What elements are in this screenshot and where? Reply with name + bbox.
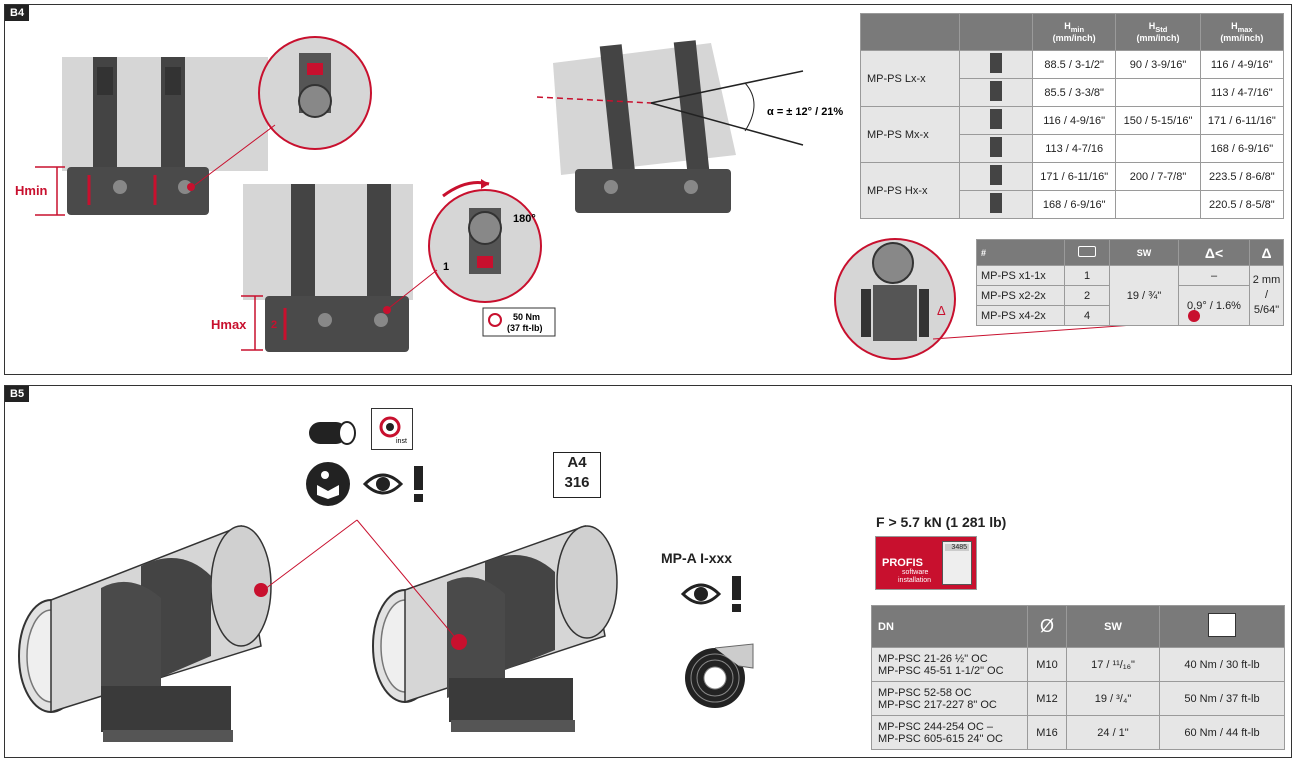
panel-b5: B5 inst A4 316 xyxy=(4,385,1292,758)
col-hstd: HStd(mm/inch) xyxy=(1115,13,1201,51)
torque-label-2: (37 ft-lb) xyxy=(507,323,543,333)
col-hmin: Hmin(mm/inch) xyxy=(1031,13,1117,51)
table-row: MP-PS x1-1x 1 19 / ¾" – 2 mm /5/64" xyxy=(976,265,1284,326)
mpa-label: MP-A I-xxx xyxy=(661,550,733,566)
bolt-icon xyxy=(1078,245,1096,257)
table-row: MP-PSC 244-254 OC –MP-PSC 605-615 24" OC… xyxy=(871,715,1285,750)
panel-b4: B4 Hmin Hmax 2 xyxy=(4,4,1292,375)
hmin-label: Hmin xyxy=(15,183,48,198)
clamp-icon xyxy=(990,81,1002,101)
group-name: MP-PS Hx-x xyxy=(860,162,960,219)
table-row: MP-PS Lx-x 88.5 / 3-1/2" 90 / 3-9/16" 11… xyxy=(860,50,1285,107)
clamp-icon xyxy=(990,53,1002,73)
table-row: 85.5 / 3-3/8" 113 / 4-7/16" xyxy=(861,78,1285,107)
rotation-label: 180° xyxy=(513,213,536,225)
table-row: 168 / 6-9/16" 220.5 / 8-5/8" xyxy=(861,190,1285,219)
delta-detail: Δ xyxy=(834,238,1192,360)
angle-illustration: α = ± 12° / 21% xyxy=(536,40,843,213)
hmin-illustration: Hmin xyxy=(15,36,372,216)
svg-text:inst: inst xyxy=(396,438,407,445)
eye-warning-icon xyxy=(680,576,741,612)
clamp-icon xyxy=(990,137,1002,157)
sw-header: SW xyxy=(1066,605,1160,648)
clamp-icon xyxy=(990,109,1002,129)
panel-tag-b5: B5 xyxy=(5,386,30,402)
callout-lines xyxy=(260,519,460,643)
alpha-label: α = ± 12° / 21% xyxy=(767,106,843,118)
calculator-icon: 3485 xyxy=(942,541,972,585)
pipe-clamp-illustration-1 xyxy=(18,524,272,742)
height-table: Hmin(mm/inch) HStd(mm/inch) Hmax(mm/inch… xyxy=(860,13,1285,219)
profis-logo: PROFIS software installation 3485 xyxy=(875,536,977,590)
group-name: MP-PS Lx-x xyxy=(860,50,960,107)
table-row: MP-PS x4-2x 4 xyxy=(976,305,1284,326)
group-name: MP-PS Mx-x xyxy=(860,106,960,163)
clamp-icon xyxy=(990,193,1002,213)
torque-wrench-icon xyxy=(1208,613,1236,637)
protective-cap-icon xyxy=(309,421,356,445)
clamp-icon xyxy=(990,165,1002,185)
material-box: A4 316 xyxy=(553,452,601,498)
torque-wrench-icon: inst xyxy=(371,408,413,450)
read-manual-icon xyxy=(306,462,350,506)
tape-roll-icon xyxy=(685,643,754,708)
force-label: F > 5.7 kN (1 281 lb) xyxy=(876,514,1007,530)
red-dot-marker xyxy=(1188,310,1200,322)
eye-warning-icon xyxy=(362,466,423,502)
hmax-illustration: Hmax 2 180° 1 50 Nm (37 ft-lb) xyxy=(211,179,556,352)
delta-label: Δ xyxy=(937,303,946,318)
delta-table: # SW Δ< Δ MP-PS x1-1x 1 19 / ¾" – 2 mm /… xyxy=(976,239,1284,326)
table-row: 113 / 4-7/16 168 / 6-9/16" xyxy=(861,134,1285,163)
col-hmax: Hmax(mm/inch) xyxy=(1199,13,1285,51)
sw-header: SW xyxy=(1109,239,1179,266)
table-row: MP-PS Mx-x 116 / 4-9/16" 150 / 5-15/16" … xyxy=(860,106,1285,163)
torque-label-1: 50 Nm xyxy=(513,312,540,322)
panel-tag-b4: B4 xyxy=(5,5,30,21)
step1-label: 1 xyxy=(443,261,449,273)
step2-label: 2 xyxy=(271,319,277,331)
hmax-label: Hmax xyxy=(211,317,247,332)
pipe-clamp-illustration-2 xyxy=(372,524,618,732)
table-row: MP-PS Hx-x 171 / 6-11/16" 200 / 7-7/8" 2… xyxy=(860,162,1285,219)
